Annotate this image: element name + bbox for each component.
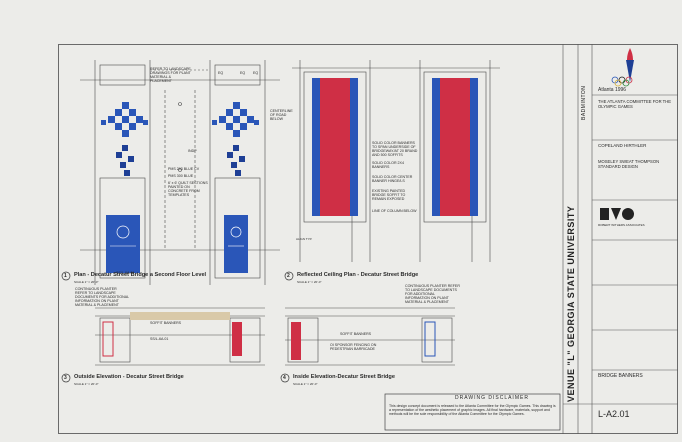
drawing-4-scale: SCALE 1" = 20'-0" <box>293 382 318 386</box>
olympic-torch-logo <box>611 48 634 87</box>
outside-banner-red <box>232 322 242 356</box>
title-block-grid <box>562 44 678 434</box>
ceiling-note-1: SOLID COLOR BANNERS TO SPAN UNDERSIDE OF… <box>372 141 418 157</box>
quilt-pattern-right <box>212 102 259 176</box>
disclaimer-box <box>384 393 561 431</box>
drawing-3-scale: SCALE 1" = 20'-0" <box>74 382 99 386</box>
elev-note-planter-2: CONTINUOUS PLANTER REFER TO LANDSCAPE DO… <box>405 284 460 304</box>
firm-2: MOSELEY SWEAT THOMPSON STANDARD DESIGN <box>598 159 660 169</box>
inside-elevation <box>285 307 455 366</box>
outside-banner-strip <box>130 312 230 320</box>
plan-note-centerline: CENTERLINE OF ROAD BELOW <box>270 109 293 121</box>
sheet-title: BRIDGE BANNERS <box>598 373 643 379</box>
plan-note-pms300: PMS 300 BLUE <box>168 174 194 178</box>
firm-1: COPELAND HIRTHLER <box>598 143 647 148</box>
elev-note-fencing: OI SPONSOR FENCING ON PEDESTRIAN BARRICA… <box>330 343 377 351</box>
elev-note-soffit-in: SOFFIT BANNERS <box>340 332 372 336</box>
ceiling-note-align: ALIGN TYP. <box>296 237 313 241</box>
plan-banner-right <box>224 215 248 273</box>
disclaimer-title: DRAWING DISCLAIMER <box>455 395 529 401</box>
dim-eq-1: EQ <box>218 71 224 75</box>
firm-3: ROBERT WITHERS ASSOCIATES <box>598 223 645 227</box>
client-name: THE ATLANTA COMMITTEE FOR THE OLYMPIC GA… <box>598 99 672 109</box>
disclaimer-body: This design concept document is released… <box>389 404 556 417</box>
ceiling-note-4: EXISTING PAINTED BRIDGE SOFFIT TO REMAIN… <box>372 189 406 201</box>
plan-drawing <box>80 60 280 285</box>
drawing-1-title: Plan - Decatur Street Bridge a Second Fl… <box>74 272 207 278</box>
plan-note-indp: INDP <box>188 149 197 153</box>
sheet-border <box>58 44 678 434</box>
sheet-number: L-A2.01 <box>598 409 630 419</box>
dim-eq-2: EQ <box>240 71 246 75</box>
drawing-3-title: Outside Elevation - Decatur Street Bridg… <box>74 374 184 380</box>
drawing-1-scale: SCALE 1" = 20'-0" <box>74 280 99 284</box>
sport-name: BADMINTON <box>581 85 587 120</box>
drawing-4-number: 4 <box>283 375 286 381</box>
quilt-pattern-left <box>101 102 148 176</box>
logo-caption: Atlanta 1996 <box>598 87 627 93</box>
ceiling-note-2: SOLID COLOR 2X4 BANNERS <box>372 161 404 169</box>
drawing-4-title: Inside Elevation-Decatur Street Bridge <box>293 374 395 380</box>
drawing-2-number: 2 <box>287 273 290 279</box>
plan-note-ref: SS/L-6A.01 <box>116 271 135 275</box>
elev-note-soffit-out: SOFFIT BANNERS <box>150 321 182 325</box>
ceiling-note-5: LINE OF COLUMN BELOW <box>372 209 417 213</box>
plan-note-pms293: PMS 293 BLUE CV <box>168 167 200 171</box>
plan-note-landscape: REFER TO LANDSCAPE DRAWINGS FOR PLANT MA… <box>150 67 191 83</box>
drawing-1-number: 1 <box>64 273 67 279</box>
ceiling-plan <box>292 60 500 262</box>
ceiling-banners-right <box>432 78 478 216</box>
plan-note-quilt: 6' x 6' QUILT SECTIONS PAINTED ON CONCRE… <box>168 181 208 197</box>
firm-logo <box>600 208 634 220</box>
plan-banner-left <box>106 215 140 273</box>
drawing-2-title: Reflected Ceiling Plan - Decatur Street … <box>297 272 419 278</box>
drawing-2-scale: SCALE 1" = 20'-0" <box>297 280 322 284</box>
drawing-3-number: 3 <box>64 375 67 381</box>
elev-note-planter-1: CONTINUOUS PLANTER REFER TO LANDSCAPE DO… <box>75 287 129 307</box>
inside-banner-red <box>291 322 301 360</box>
elev-note-ref: SS/L-6A.01 <box>150 337 169 341</box>
ceiling-note-3: SOLID COLOR CENTER BANNER HINGE/LS <box>372 175 413 183</box>
ceiling-banners-left <box>312 78 358 216</box>
venue-title: VENUE "L" GEORGIA STATE UNIVERSITY <box>566 205 576 402</box>
dim-eq-3: EQ <box>253 71 259 75</box>
